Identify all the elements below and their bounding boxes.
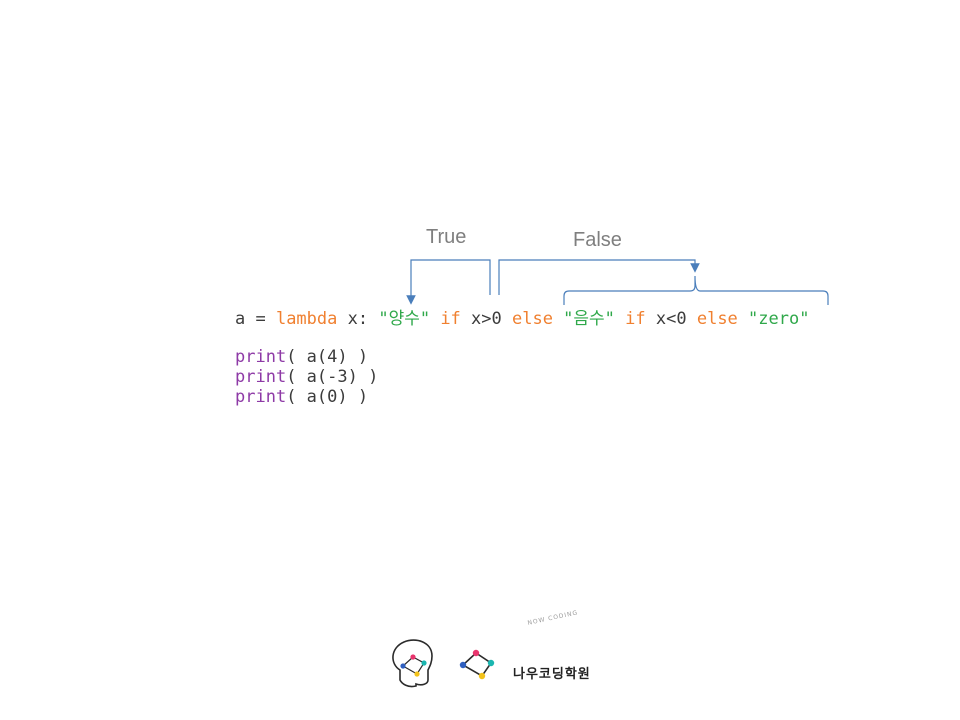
true-branch-arrow	[406, 259, 491, 305]
code-condition-negative: x<0	[645, 309, 697, 329]
code-call-args: ( a(0) )	[286, 387, 369, 407]
brand-logo-icon	[392, 639, 495, 688]
false-branch-brace	[563, 275, 829, 305]
code-keyword-if: if	[430, 309, 461, 329]
code-param: x:	[337, 309, 379, 329]
code-keyword-else: else	[696, 309, 738, 329]
code-call-args: ( a(-3) )	[286, 367, 379, 387]
brand-name: 나우코딩학원	[513, 667, 591, 682]
code-keyword-else: else	[511, 309, 553, 329]
lambda-expression-line: a = lambda x: "양수" if x>0 else "음수" if x…	[235, 309, 809, 329]
code-builtin-print: print	[235, 367, 287, 387]
code-builtin-print: print	[235, 347, 287, 367]
print-call-line: print( a(4) )	[235, 347, 368, 367]
code-string-zero: "zero"	[737, 309, 810, 329]
print-call-line: print( a(0) )	[235, 387, 368, 407]
print-call-line: print( a(-3) )	[235, 367, 378, 387]
code-builtin-print: print	[235, 387, 287, 407]
code-condition-positive: x>0	[460, 309, 512, 329]
code-assign: a =	[235, 309, 276, 329]
code-keyword-if: if	[614, 309, 646, 329]
true-branch-label: True	[426, 226, 467, 248]
false-branch-arrow	[498, 259, 700, 295]
code-call-args: ( a(4) )	[286, 347, 369, 367]
code-string-positive: "양수"	[378, 309, 431, 329]
false-branch-label: False	[573, 229, 622, 251]
code-keyword-lambda: lambda	[275, 309, 338, 329]
code-string-negative: "음수"	[552, 309, 615, 329]
